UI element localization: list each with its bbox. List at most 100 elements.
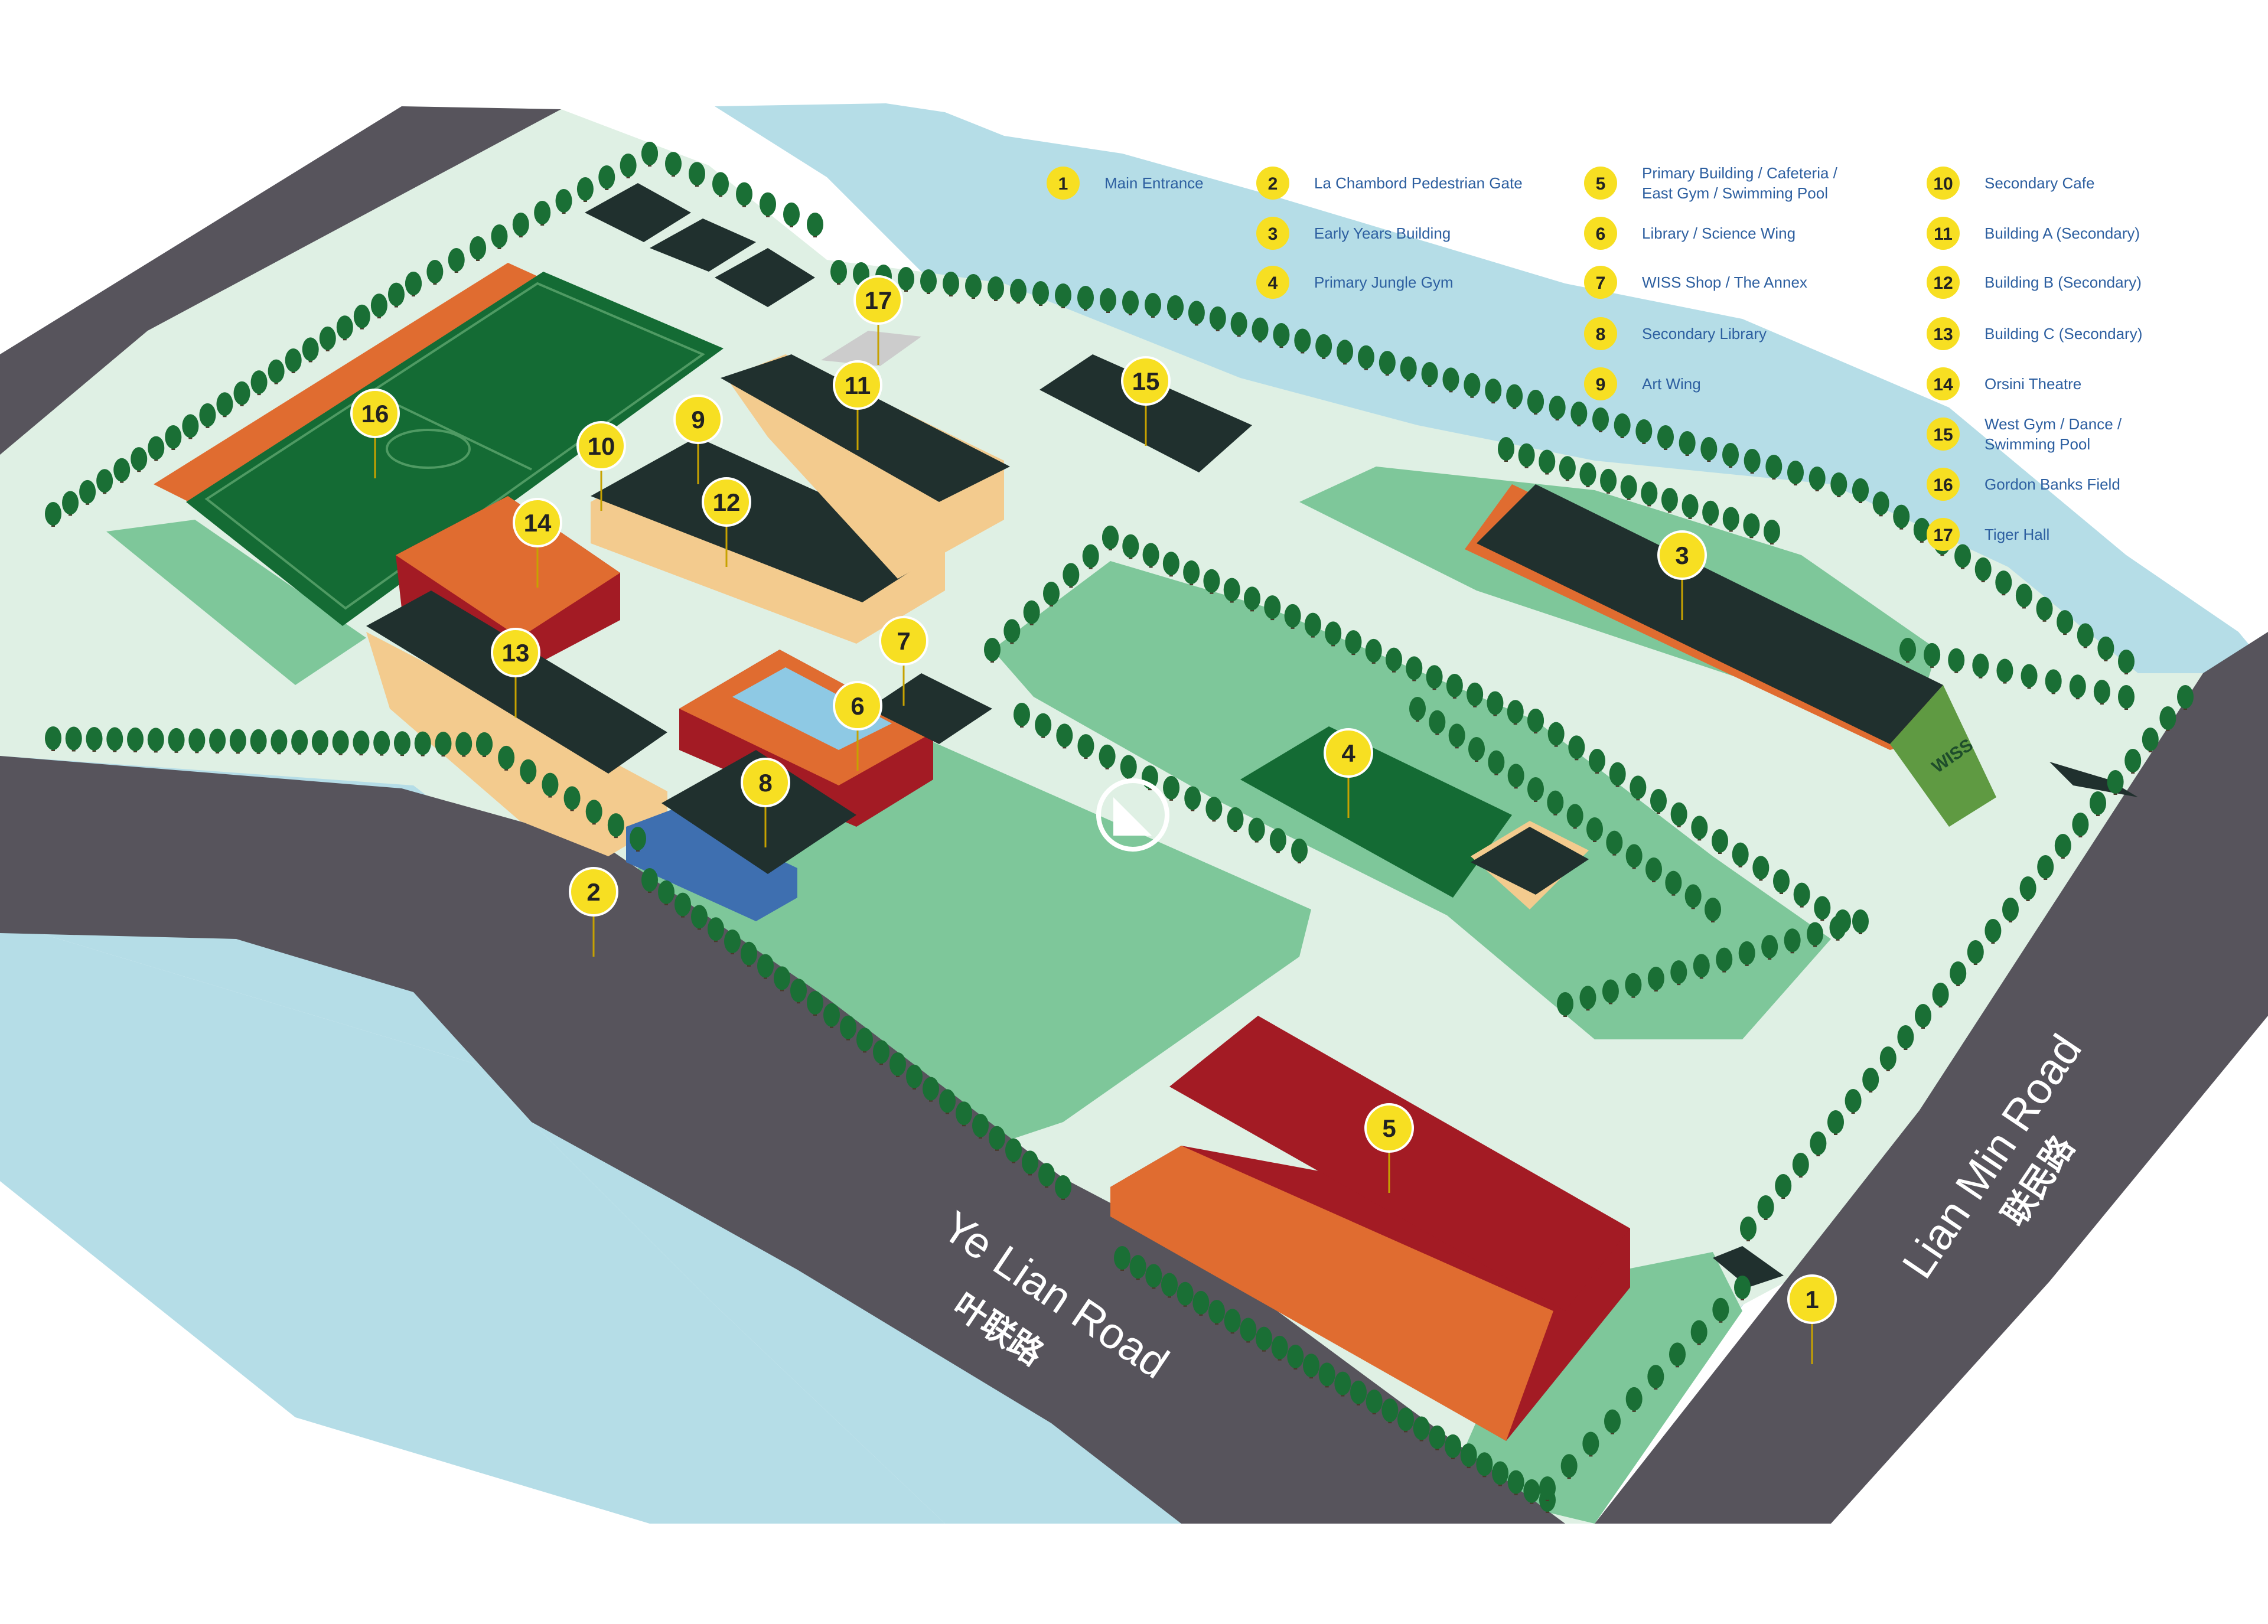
map-marker-14[interactable]: 14 [513, 498, 562, 588]
tree [1429, 1425, 1446, 1450]
legend-marker [1927, 367, 1960, 400]
legend-label: Art Wing [1642, 375, 1701, 393]
marker-circle [350, 389, 400, 438]
tree [1488, 750, 1505, 775]
tree [1527, 709, 1544, 733]
tree [1792, 1153, 1809, 1178]
tree [1082, 544, 1099, 569]
tree [1248, 817, 1265, 843]
map-marker-17[interactable]: 17 [853, 275, 903, 365]
tree [1716, 947, 1733, 973]
tree [1705, 898, 1721, 922]
tree [620, 154, 637, 178]
tree [1609, 762, 1626, 787]
tree [1357, 345, 1374, 370]
legend-label: Main Entrance [1104, 174, 1204, 192]
legend-number: 11 [1934, 224, 1953, 244]
tree [1224, 1309, 1241, 1334]
tree [1647, 1365, 1664, 1390]
tree [1915, 1004, 1931, 1029]
map-marker-9[interactable]: 9 [673, 394, 723, 484]
map-marker-8[interactable]: 8 [741, 758, 790, 847]
tree [1872, 491, 1889, 517]
tree [1625, 844, 1643, 869]
marker-number: 8 [758, 769, 772, 797]
tree [1114, 1246, 1130, 1271]
tree [1620, 475, 1637, 500]
map-marker-11[interactable]: 11 [833, 360, 882, 450]
tree [188, 728, 206, 754]
legend-item-8: 8 Secondary Library [1584, 317, 1767, 350]
tree [1807, 922, 1824, 947]
tree [1167, 295, 1184, 320]
marker-circle [833, 360, 882, 410]
map-marker-6[interactable]: 6 [833, 681, 882, 771]
tree [1684, 884, 1702, 909]
tree [1023, 600, 1040, 625]
marker-number: 14 [524, 509, 552, 537]
tree [1209, 306, 1226, 331]
tree [2054, 834, 2071, 859]
tree [1264, 595, 1281, 621]
tree [1442, 367, 1459, 393]
tree-lines [45, 142, 2194, 1513]
tree [1913, 517, 1930, 543]
tree [1669, 1342, 1686, 1368]
tree [455, 732, 472, 757]
tree [2037, 855, 2054, 880]
tree [1077, 734, 1094, 759]
tree [311, 730, 328, 755]
tree [1924, 643, 1941, 668]
marker-circle [1657, 530, 1707, 580]
tree [1203, 569, 1220, 594]
tree [1271, 1335, 1288, 1361]
tree [1852, 909, 1869, 934]
marker-number: 5 [1382, 1114, 1396, 1142]
map-marker-15[interactable]: 15 [1121, 356, 1171, 446]
tree [1252, 317, 1269, 343]
tree [790, 979, 807, 1004]
map-marker-13[interactable]: 13 [491, 628, 540, 718]
tree [1038, 1163, 1055, 1188]
tree [1476, 1452, 1493, 1478]
map-marker-2[interactable]: 2 [569, 867, 618, 957]
legend-number: 4 [1268, 273, 1278, 293]
legend-label: Tiger Hall [1984, 526, 2049, 543]
tree [1793, 882, 1810, 908]
map-marker-4[interactable]: 4 [1324, 728, 1373, 818]
map-marker-1[interactable]: 1 [1787, 1274, 1837, 1364]
tree [1192, 1290, 1210, 1316]
tree [2093, 680, 2110, 705]
legend-number: 16 [1933, 475, 1953, 495]
map-marker-10[interactable]: 10 [576, 421, 626, 511]
tree [873, 1040, 889, 1065]
tree [1647, 966, 1664, 992]
map-marker-16[interactable]: 16 [350, 389, 400, 478]
marker-circle [741, 758, 790, 807]
map-marker-12[interactable]: 12 [702, 477, 751, 567]
tree [939, 1089, 956, 1114]
legend-marker [1256, 167, 1289, 200]
legend-number: 8 [1596, 325, 1606, 344]
tree [1527, 390, 1544, 415]
tree [1492, 1461, 1508, 1486]
legend-marker [1584, 266, 1617, 299]
map-marker-3[interactable]: 3 [1657, 530, 1707, 620]
tree [1518, 443, 1535, 468]
tree [1657, 425, 1674, 450]
tree [1845, 1089, 1862, 1114]
tree [1814, 896, 1831, 921]
legend-marker [1927, 468, 1960, 501]
tree [1765, 455, 1783, 480]
marker-number: 11 [845, 371, 871, 399]
tree [1579, 986, 1596, 1011]
tree [1230, 312, 1247, 337]
map-marker-7[interactable]: 7 [879, 616, 928, 706]
tree [1764, 520, 1780, 544]
tree [2097, 636, 2114, 661]
marker-circle [853, 275, 903, 325]
legend-label: Secondary Library [1642, 325, 1767, 343]
map-marker-5[interactable]: 5 [1364, 1103, 1414, 1193]
